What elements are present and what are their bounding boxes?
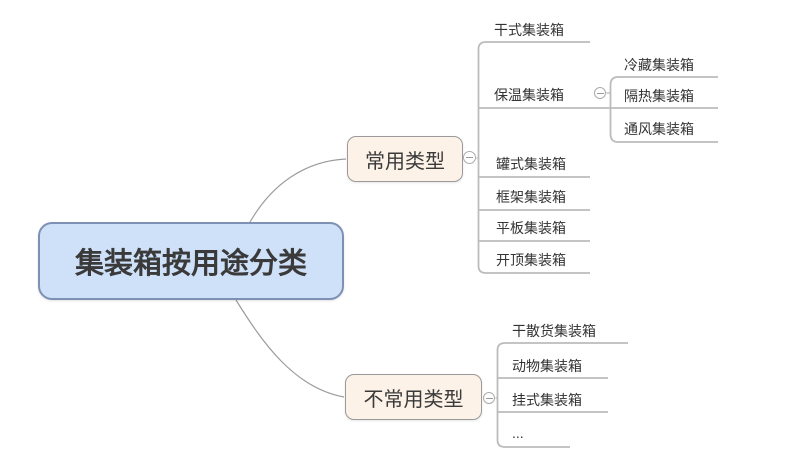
topic-flat-rack-container[interactable]: 平板集装箱 xyxy=(496,220,566,236)
collapse-icon-uncommon-types[interactable] xyxy=(483,392,495,404)
topic-livestock-container[interactable]: 动物集装箱 xyxy=(512,358,582,374)
topic-frame-container[interactable]: 框架集装箱 xyxy=(496,189,566,205)
topic-root[interactable]: 集装箱按用途分类 xyxy=(38,222,344,300)
topic-common-types[interactable]: 常用类型 xyxy=(347,136,463,182)
topic-dry-bulk-container[interactable]: 干散货集装箱 xyxy=(512,323,596,339)
topic-common-types-label: 常用类型 xyxy=(365,150,445,173)
topic-open-top-container[interactable]: 开顶集装箱 xyxy=(496,252,566,268)
minus-icon xyxy=(466,157,473,158)
curve-root-to-common xyxy=(249,158,347,223)
topic-ellipsis[interactable]: ... xyxy=(512,425,524,441)
topic-tank-container[interactable]: 罐式集装箱 xyxy=(496,156,566,172)
curve-root-to-uncommon xyxy=(235,299,345,398)
topic-hanging-container[interactable]: 挂式集装箱 xyxy=(512,392,582,408)
minus-icon xyxy=(596,92,604,94)
topic-refrigerated-container[interactable]: 冷藏集装箱 xyxy=(624,57,694,73)
collapse-icon-common-types[interactable] xyxy=(463,151,476,164)
topic-insulated-container[interactable]: 保温集装箱 xyxy=(494,87,564,103)
topic-uncommon-types[interactable]: 不常用类型 xyxy=(345,374,482,420)
collapse-icon-insulated[interactable] xyxy=(594,87,606,99)
topic-root-label: 集装箱按用途分类 xyxy=(74,248,307,280)
minus-icon xyxy=(485,397,493,399)
topic-uncommon-types-label: 不常用类型 xyxy=(363,388,464,411)
topic-heat-insulated-container[interactable]: 隔热集装箱 xyxy=(624,88,694,104)
topic-dry-container[interactable]: 干式集装箱 xyxy=(494,22,564,38)
topic-ventilated-container[interactable]: 通风集装箱 xyxy=(624,121,694,137)
bracket-uncommon-types xyxy=(496,342,628,448)
bracket-insulated xyxy=(609,76,718,143)
